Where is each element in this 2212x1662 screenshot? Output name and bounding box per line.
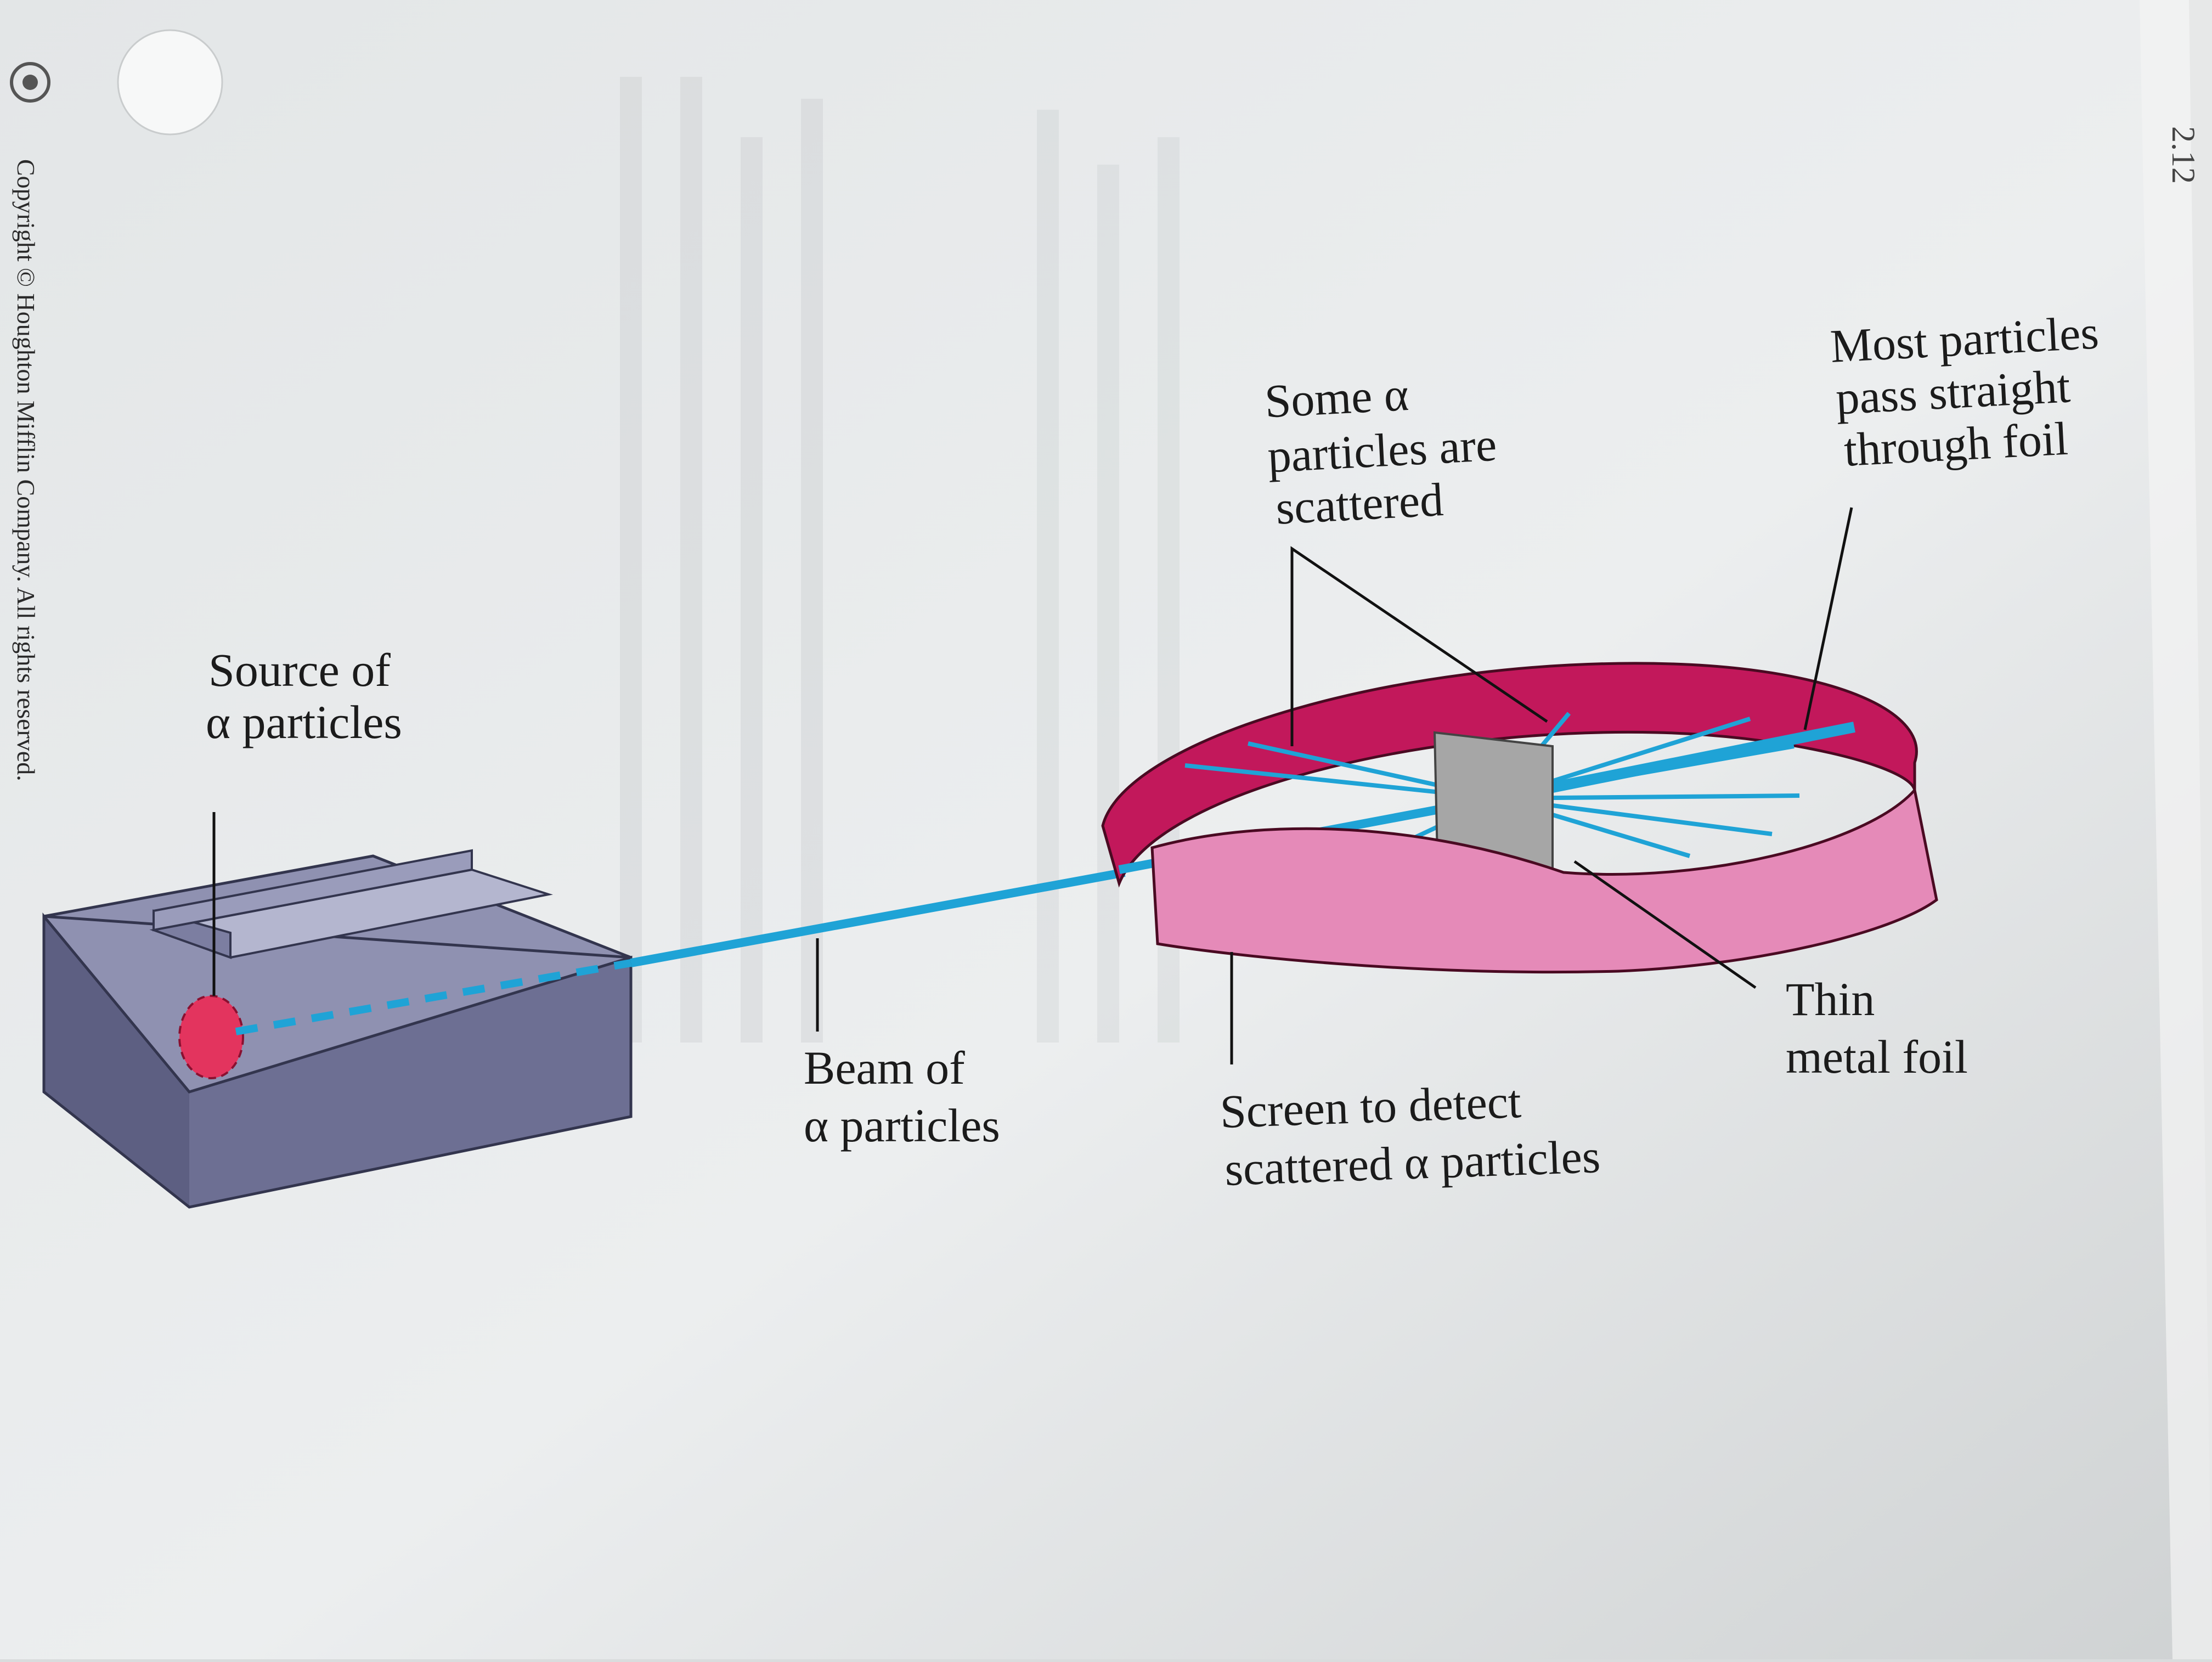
alpha-source [178,995,244,1079]
label-source-line2: α particles [206,696,402,748]
copyright-notice: Copyright © Houghton Mifflin Company. Al… [12,159,40,781]
label-screen-line2: scattered α particles [1224,1130,1601,1196]
label-source: Source of α particles [206,644,402,748]
recycled-logo [10,62,50,103]
page-corner-mark: 2.12 [2165,126,2202,184]
sheet-edge-highlight [2140,0,2212,1659]
label-scattered: Some α particles are scattered [1263,368,1498,534]
detector-screen-front [1150,787,1938,974]
label-most-line2: pass straight [1835,359,2072,424]
label-scattered-line3: scattered [1274,473,1444,534]
label-most-line3: through foil [1843,412,2069,476]
beam-inside-box [235,959,632,1035]
leader-lines [212,507,1853,1064]
label-screen-line1: Screen to detect [1219,1075,1522,1138]
label-scattered-line1: Some α [1263,368,1410,428]
binder-hole [117,29,223,136]
label-source-line1: Source of [208,644,391,696]
label-foil-line1: Thin [1786,973,1875,1026]
label-beam-line2: α particles [804,1099,1000,1152]
alpha-beam [630,868,1126,967]
label-beam-line1: Beam of [804,1041,965,1094]
label-foil-line2: metal foil [1786,1030,1968,1083]
label-beam: Beam of α particles [804,1041,1000,1152]
detector-screen-back [1101,662,1918,888]
label-most: Most particles pass straight through foi… [1829,306,2100,476]
label-foil: Thin metal foil [1786,973,1968,1083]
label-screen: Screen to detect scattered α particles [1219,1075,1601,1196]
label-scattered-line2: particles are [1266,418,1498,483]
alpha-source-box [42,849,633,1209]
